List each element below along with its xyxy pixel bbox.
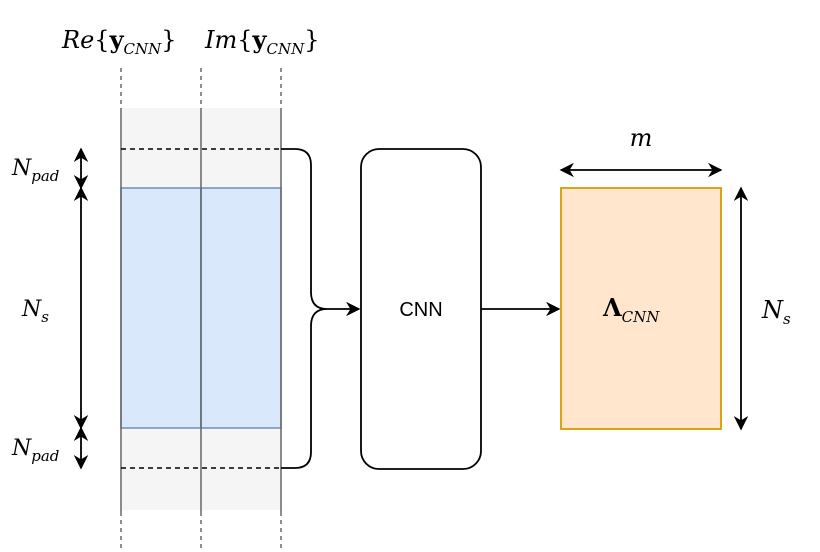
npad-top-label: Npad [11,156,59,185]
column-lines [120,68,282,550]
curly-brace [281,148,328,469]
ns-left-label: Ns [21,297,49,326]
im-label: Im{yCNN} [204,25,320,58]
m-label: m [630,124,653,152]
imag-signal-column [200,187,282,429]
real-signal-column [120,187,202,429]
lambda-label: ΛCNN [602,293,660,326]
npad-bottom-label: Npad [11,436,59,465]
ns-right-label: Ns [761,296,791,328]
cnn-block-label: CNN [399,299,442,321]
re-label: Re{yCNN} [61,25,177,58]
lambda-output-block [560,187,722,430]
